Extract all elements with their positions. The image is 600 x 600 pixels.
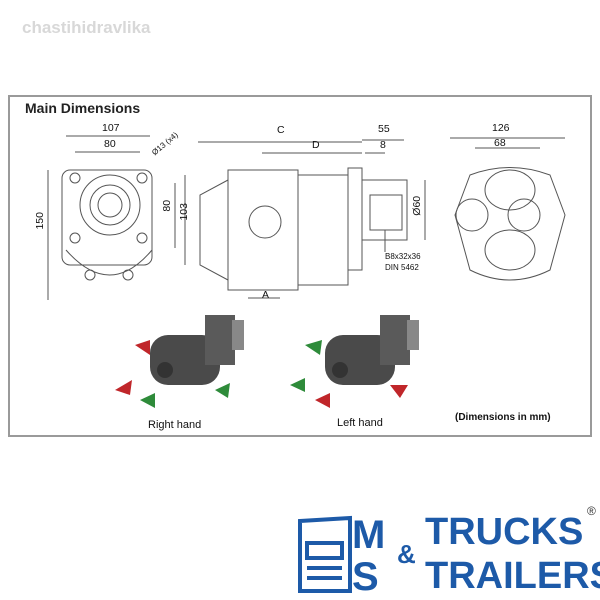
logo-ampersand: & [397, 539, 416, 569]
logo-trailers: TRAILERS [425, 555, 600, 597]
side-view [198, 139, 426, 299]
dim-55: 55 [378, 123, 390, 135]
dim-80-top: 80 [104, 138, 116, 150]
right-hand-pump-illustration [115, 315, 244, 408]
dim-107: 107 [102, 122, 120, 134]
dim-68: 68 [494, 137, 506, 149]
logo-m: M [352, 513, 386, 557]
dim-126: 126 [492, 122, 510, 134]
spline-standard: DIN 5462 [385, 263, 419, 272]
logo-trucks: TRUCKS [425, 511, 584, 553]
dim-A: A [262, 289, 270, 301]
dim-8: 8 [380, 139, 386, 151]
dim-150: 150 [33, 212, 46, 230]
technical-drawing [47, 135, 566, 408]
truck-icon [298, 515, 352, 593]
left-hand-label: Left hand [337, 417, 383, 429]
drawing-frame [8, 95, 592, 437]
spline-spec: B8x32x36 [385, 252, 421, 261]
front-view [47, 135, 186, 300]
drawing-title: Main Dimensions [25, 100, 141, 116]
watermark: chastihidravlika [22, 18, 151, 37]
ms-trucks-trailers-logo: M S TRUCKS & TRAILERS ® [295, 504, 600, 599]
dim-103: 103 [177, 203, 190, 221]
dim-80-side: 80 [161, 199, 174, 212]
logo-s: S [352, 555, 379, 599]
registered-mark: ® [587, 504, 596, 518]
right-hand-label: Right hand [148, 419, 202, 431]
dim-D: D [312, 139, 320, 151]
rear-view [450, 137, 566, 281]
left-hand-pump-illustration [290, 315, 419, 408]
units-note: (Dimensions in mm) [455, 412, 551, 423]
dim-60: Ø60 [411, 195, 424, 216]
dim-C: C [277, 124, 285, 136]
